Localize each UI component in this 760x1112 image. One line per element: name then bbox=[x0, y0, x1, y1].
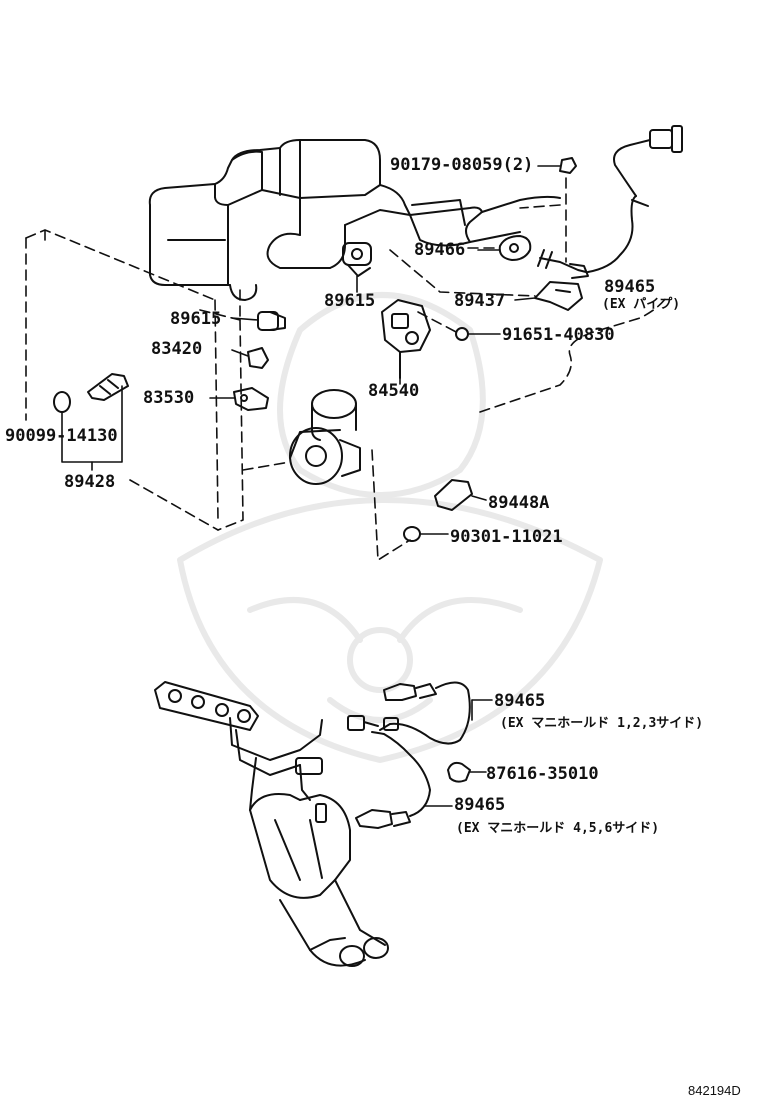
oxygen-sensor-manifold-456 bbox=[355, 717, 431, 829]
part-label-89465-manifold-456[interactable]: 89465 bbox=[454, 795, 506, 815]
sensor-84540 bbox=[381, 299, 431, 379]
part-label-89428[interactable]: 89428 bbox=[64, 472, 116, 492]
part-label-89615-upper[interactable]: 89615 bbox=[324, 291, 376, 311]
part-label-91651-40830[interactable]: 91651-40830 bbox=[502, 325, 615, 345]
part-label-89465-exhaust-pipe[interactable]: 89465 bbox=[604, 277, 656, 297]
part-note-manifold-456: (EX マニホールド 4,5,6サイド) bbox=[456, 821, 660, 836]
leader-lines bbox=[61, 165, 561, 807]
nut-90179 bbox=[559, 157, 577, 174]
part-label-89465-manifold-123[interactable]: 89465 bbox=[494, 691, 546, 711]
part-label-90179-08059[interactable]: 90179-08059(2) bbox=[390, 155, 534, 175]
pump-assembly bbox=[289, 389, 361, 485]
diagram-code: 842194D bbox=[688, 1083, 741, 1098]
part-note-exhaust-pipe: (EX パイプ) bbox=[602, 297, 681, 312]
part-label-90099-14130[interactable]: 90099-14130 bbox=[5, 426, 118, 446]
exhaust-manifold bbox=[154, 681, 389, 967]
intake-assembly bbox=[148, 139, 561, 301]
clamp-87616 bbox=[447, 761, 471, 783]
part-note-manifold-123: (EX マニホールド 1,2,3サイド) bbox=[500, 716, 704, 731]
part-label-89437[interactable]: 89437 bbox=[454, 291, 506, 311]
gasket-90301 bbox=[403, 526, 421, 542]
dashed-guide-lines bbox=[25, 177, 669, 561]
part-label-84540[interactable]: 84540 bbox=[368, 381, 420, 401]
gasket-90099 bbox=[53, 391, 71, 413]
sensor-83530 bbox=[233, 387, 269, 411]
oxygen-sensor-exhaust-pipe bbox=[537, 125, 683, 279]
bracket-89437 bbox=[534, 281, 583, 311]
part-label-89615-left[interactable]: 89615 bbox=[170, 309, 222, 329]
sensor-89448A bbox=[434, 479, 473, 511]
sensor-89615-upper bbox=[342, 242, 372, 277]
sensor-89615-left bbox=[257, 311, 286, 331]
bolt-91651-icon bbox=[455, 327, 469, 341]
watermark-emblem bbox=[177, 292, 603, 763]
sensor-89428 bbox=[87, 373, 129, 401]
part-label-83420[interactable]: 83420 bbox=[151, 339, 203, 359]
part-label-90301-11021[interactable]: 90301-11021 bbox=[450, 527, 563, 547]
part-label-89448A[interactable]: 89448A bbox=[488, 493, 550, 513]
sensor-83420 bbox=[247, 347, 269, 369]
part-label-83530[interactable]: 83530 bbox=[143, 388, 195, 408]
oxygen-sensor-manifold-123 bbox=[347, 681, 471, 745]
part-label-87616-35010[interactable]: 87616-35010 bbox=[486, 764, 599, 784]
part-label-89466[interactable]: 89466 bbox=[414, 240, 466, 260]
gasket-89466 bbox=[498, 235, 532, 261]
